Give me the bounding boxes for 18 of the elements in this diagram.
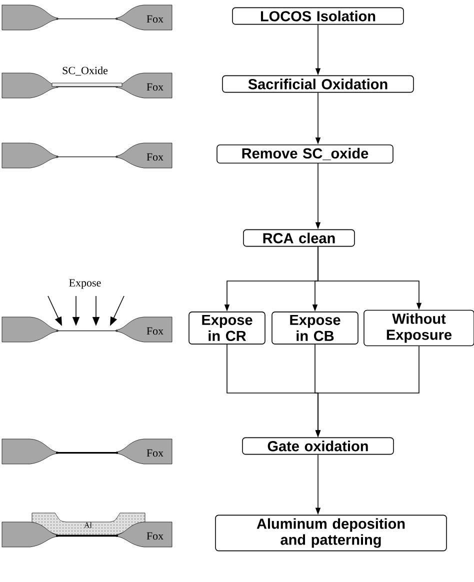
- layer-label: Fox: [146, 15, 164, 23]
- process-box: Aluminum deposition and patterning: [215, 514, 447, 552]
- layer-label: Fox: [146, 449, 164, 457]
- process-box: Remove SC_oxide: [216, 144, 394, 164]
- layer-label: Fox: [146, 153, 164, 161]
- process-box: RCA clean: [243, 229, 355, 247]
- process-box: Sacrificial Oxidation: [222, 75, 414, 93]
- layer-label: Fox: [146, 83, 164, 91]
- process-box: Expose in CR: [188, 312, 266, 344]
- layer-label: Fox: [146, 327, 164, 335]
- process-box: LOCOS Isolation: [232, 7, 404, 25]
- layer-label: SC_Oxide: [62, 66, 108, 76]
- exposure-label: Expose: [69, 279, 101, 289]
- process-box: Without Exposure: [364, 310, 474, 346]
- layer-label: Fox: [146, 532, 164, 540]
- process-box: Expose in CB: [272, 312, 358, 344]
- process-box: Gate oxidation: [242, 437, 394, 455]
- layer-label: Al: [84, 522, 92, 528]
